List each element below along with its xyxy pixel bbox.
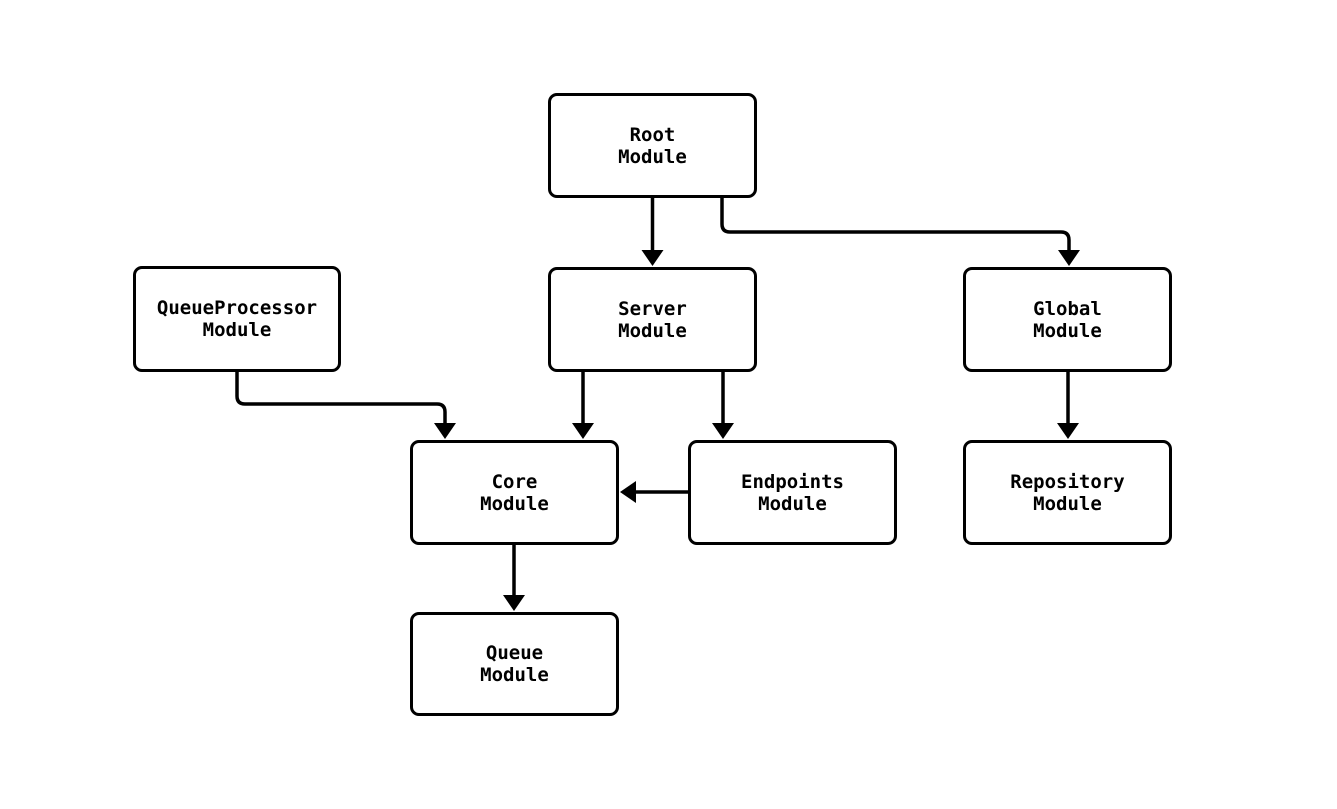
edge-root-module-to-global-module bbox=[720, 198, 1071, 252]
arrowhead-server-to-core bbox=[572, 423, 594, 439]
arrowhead-core-to-queue bbox=[503, 595, 525, 611]
node-queueprocessor-module-label-line1: QueueProcessor bbox=[156, 297, 318, 319]
node-repository-module-label-line2: Module bbox=[1033, 492, 1102, 515]
arrowhead-root-to-server bbox=[641, 250, 664, 266]
node-endpoints-module-label-line2: Module bbox=[758, 492, 827, 515]
node-queueprocessor-module-label-line2: Module bbox=[202, 319, 272, 341]
node-server-module-label-line1: Server bbox=[618, 297, 687, 320]
node-core-module-label-line2: Module bbox=[480, 492, 549, 515]
node-endpoints-module-label-line1: Endpoints bbox=[741, 470, 844, 493]
node-queue-module-label-line1: Queue bbox=[485, 642, 544, 664]
edge-queueprocessor-module-to-core-module bbox=[235, 372, 447, 425]
node-queue-module-label-line2: Module bbox=[480, 664, 549, 686]
node-global-module-label-line1: Global bbox=[1033, 297, 1102, 320]
arrowhead-endpoints-to-core bbox=[620, 481, 636, 503]
node-root-module-label-line1: Root bbox=[629, 123, 676, 146]
arrowhead-server-to-endpoints bbox=[712, 423, 734, 439]
node-server-module-label-line2: Module bbox=[618, 319, 687, 342]
node-global-module-label-line2: Module bbox=[1033, 319, 1102, 342]
node-root-module-label-line2: Module bbox=[618, 145, 687, 168]
arrowhead-root-to-global bbox=[1058, 250, 1080, 266]
arrowhead-queueprocessor-to-core bbox=[434, 423, 456, 439]
arrowhead-global-to-repository bbox=[1057, 423, 1079, 439]
node-repository-module-label-line1: Repository bbox=[1010, 470, 1125, 493]
node-core-module-label-line1: Core bbox=[491, 470, 538, 493]
